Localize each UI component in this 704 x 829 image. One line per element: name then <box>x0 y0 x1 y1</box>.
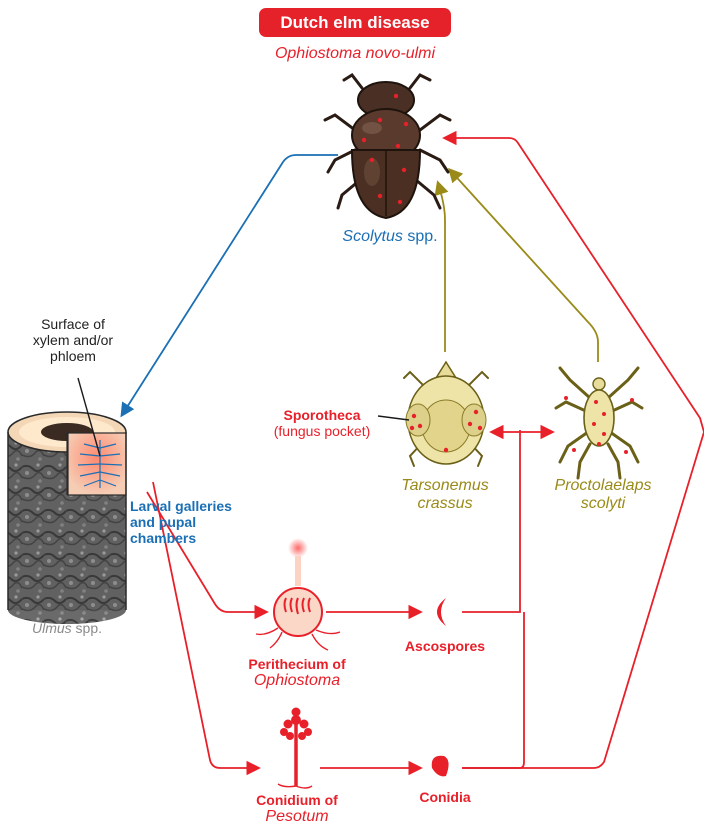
proctolaelaps-line-2: scolyti <box>528 495 678 513</box>
arrow-beetle-to-tree <box>122 155 338 415</box>
arrow-proctolaelaps-to-beetle <box>450 170 598 362</box>
tree-suffix: spp. <box>72 620 102 636</box>
tarsonemus-line-2: crassus <box>380 495 510 513</box>
galleries-label: Larval galleries and pupal chambers <box>130 498 290 546</box>
subtitle: Ophiostoma novo-ulmi <box>260 45 450 63</box>
tree-label: Ulmus spp. <box>4 620 130 636</box>
title-banner: Dutch elm disease <box>259 8 451 37</box>
galleries-label-line-2: and pupal <box>130 514 290 530</box>
surface-label-line-2: xylem and/or <box>10 332 136 348</box>
conidium-line-2: Pesotum <box>222 808 372 826</box>
conidium-label: Conidium of Pesotum <box>222 792 372 826</box>
perithecium-line-2: Ophiostoma <box>222 672 372 690</box>
conidia-label: Conidia <box>380 789 510 805</box>
conidium-line-1: Conidium of <box>222 792 372 808</box>
tarsonemus-line-1: Tarsonemus <box>380 477 510 495</box>
sporotheca-name: Sporotheca <box>262 407 382 423</box>
conidia-illustration <box>432 756 449 777</box>
elm-log-illustration <box>8 378 126 624</box>
arrow-conidia-collector <box>462 612 524 768</box>
arrow-conidia-to-beetle <box>445 138 704 768</box>
proctolaelaps-line-1: Proctolaelaps <box>528 477 678 495</box>
proctolaelaps-mite-illustration <box>556 368 642 478</box>
perithecium-line-1: Perithecium of <box>222 656 372 672</box>
beetle-genus: Scolytus <box>342 228 402 245</box>
perithecium-label: Perithecium of Ophiostoma <box>222 656 372 690</box>
galleries-label-line-1: Larval galleries <box>130 498 290 514</box>
sporotheca-note: (fungus pocket) <box>262 423 382 439</box>
arrow-spores-collector <box>462 430 520 612</box>
beetle-illustration <box>325 75 450 218</box>
ascospore-illustration <box>437 598 446 626</box>
galleries-label-line-3: chambers <box>130 530 290 546</box>
proctolaelaps-label: Proctolaelaps scolyti <box>528 477 678 514</box>
tarsonemus-mite-illustration <box>378 362 488 466</box>
surface-label: Surface of xylem and/or phloem <box>10 316 136 364</box>
title-text: Dutch elm disease <box>280 13 429 33</box>
surface-label-line-3: phloem <box>10 348 136 364</box>
sporotheca-label: Sporotheca (fungus pocket) <box>262 407 382 439</box>
tree-genus: Ulmus <box>32 620 72 636</box>
conidium-illustration <box>278 708 312 789</box>
beetle-label: Scolytus spp. <box>300 228 480 246</box>
perithecium-illustration <box>256 538 340 650</box>
surface-label-line-1: Surface of <box>10 316 136 332</box>
tarsonemus-label: Tarsonemus crassus <box>380 477 510 514</box>
beetle-suffix: spp. <box>403 228 438 245</box>
ascospores-label: Ascospores <box>380 638 510 654</box>
